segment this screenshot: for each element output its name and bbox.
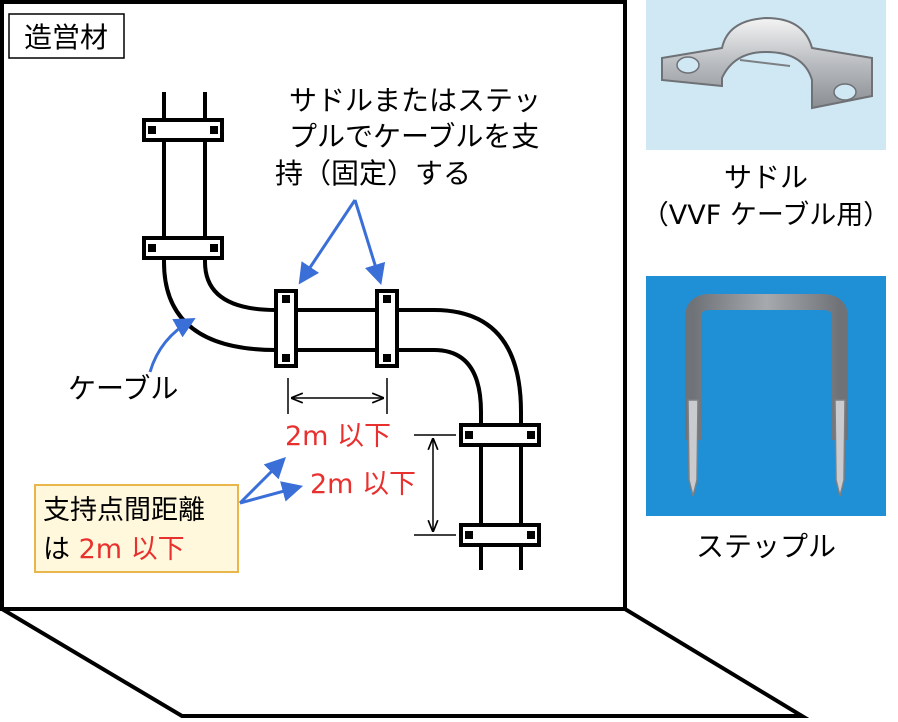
- instruction-arrows: [298, 199, 386, 286]
- vertical-dimension: [414, 434, 456, 536]
- saddle-bottom-1: [459, 423, 541, 447]
- saddle-horizontal-1: [274, 289, 298, 368]
- spacing-note-box: [34, 484, 239, 573]
- spacing-note-value: 2m 以下: [79, 534, 185, 565]
- cable-arrow: [148, 317, 196, 373]
- spacing-note-line-1: 支持点間距離: [43, 495, 205, 526]
- saddle-top-2: [142, 236, 224, 260]
- instruction-line-2: プルでケーブルを支: [289, 120, 539, 153]
- instruction-line-3: 持（固定）する: [275, 157, 471, 190]
- cable: [162, 92, 523, 570]
- staple-photo: [646, 276, 886, 516]
- instruction-text: サドルまたはステッ プルでケーブルを支 持（固定）する: [275, 84, 541, 190]
- horizontal-dimension: [287, 378, 388, 414]
- cable-label: ケーブル: [68, 372, 178, 405]
- saddle-bottom-2: [459, 523, 541, 547]
- saddle-caption-line-1: サドル: [724, 161, 808, 194]
- spacing-note-arrows: [238, 457, 304, 505]
- spacing-note-prefix: は: [43, 534, 79, 565]
- saddle-top-1: [142, 118, 224, 142]
- saddle-caption-line-2: （VVF ケーブル用）: [642, 200, 890, 231]
- instruction-line-1: サドルまたはステッ: [289, 84, 541, 117]
- distance-label-horizontal: 2m 以下: [285, 421, 391, 452]
- spacing-note-line-2: は 2m 以下: [43, 534, 185, 565]
- saddle-horizontal-2: [375, 289, 399, 368]
- saddle-photo: [646, 0, 886, 150]
- wall-label: 造営材: [24, 21, 108, 54]
- wall-label-box: [8, 13, 125, 59]
- staple-caption: ステップル: [696, 530, 836, 563]
- distance-label-vertical: 2m 以下: [310, 469, 416, 500]
